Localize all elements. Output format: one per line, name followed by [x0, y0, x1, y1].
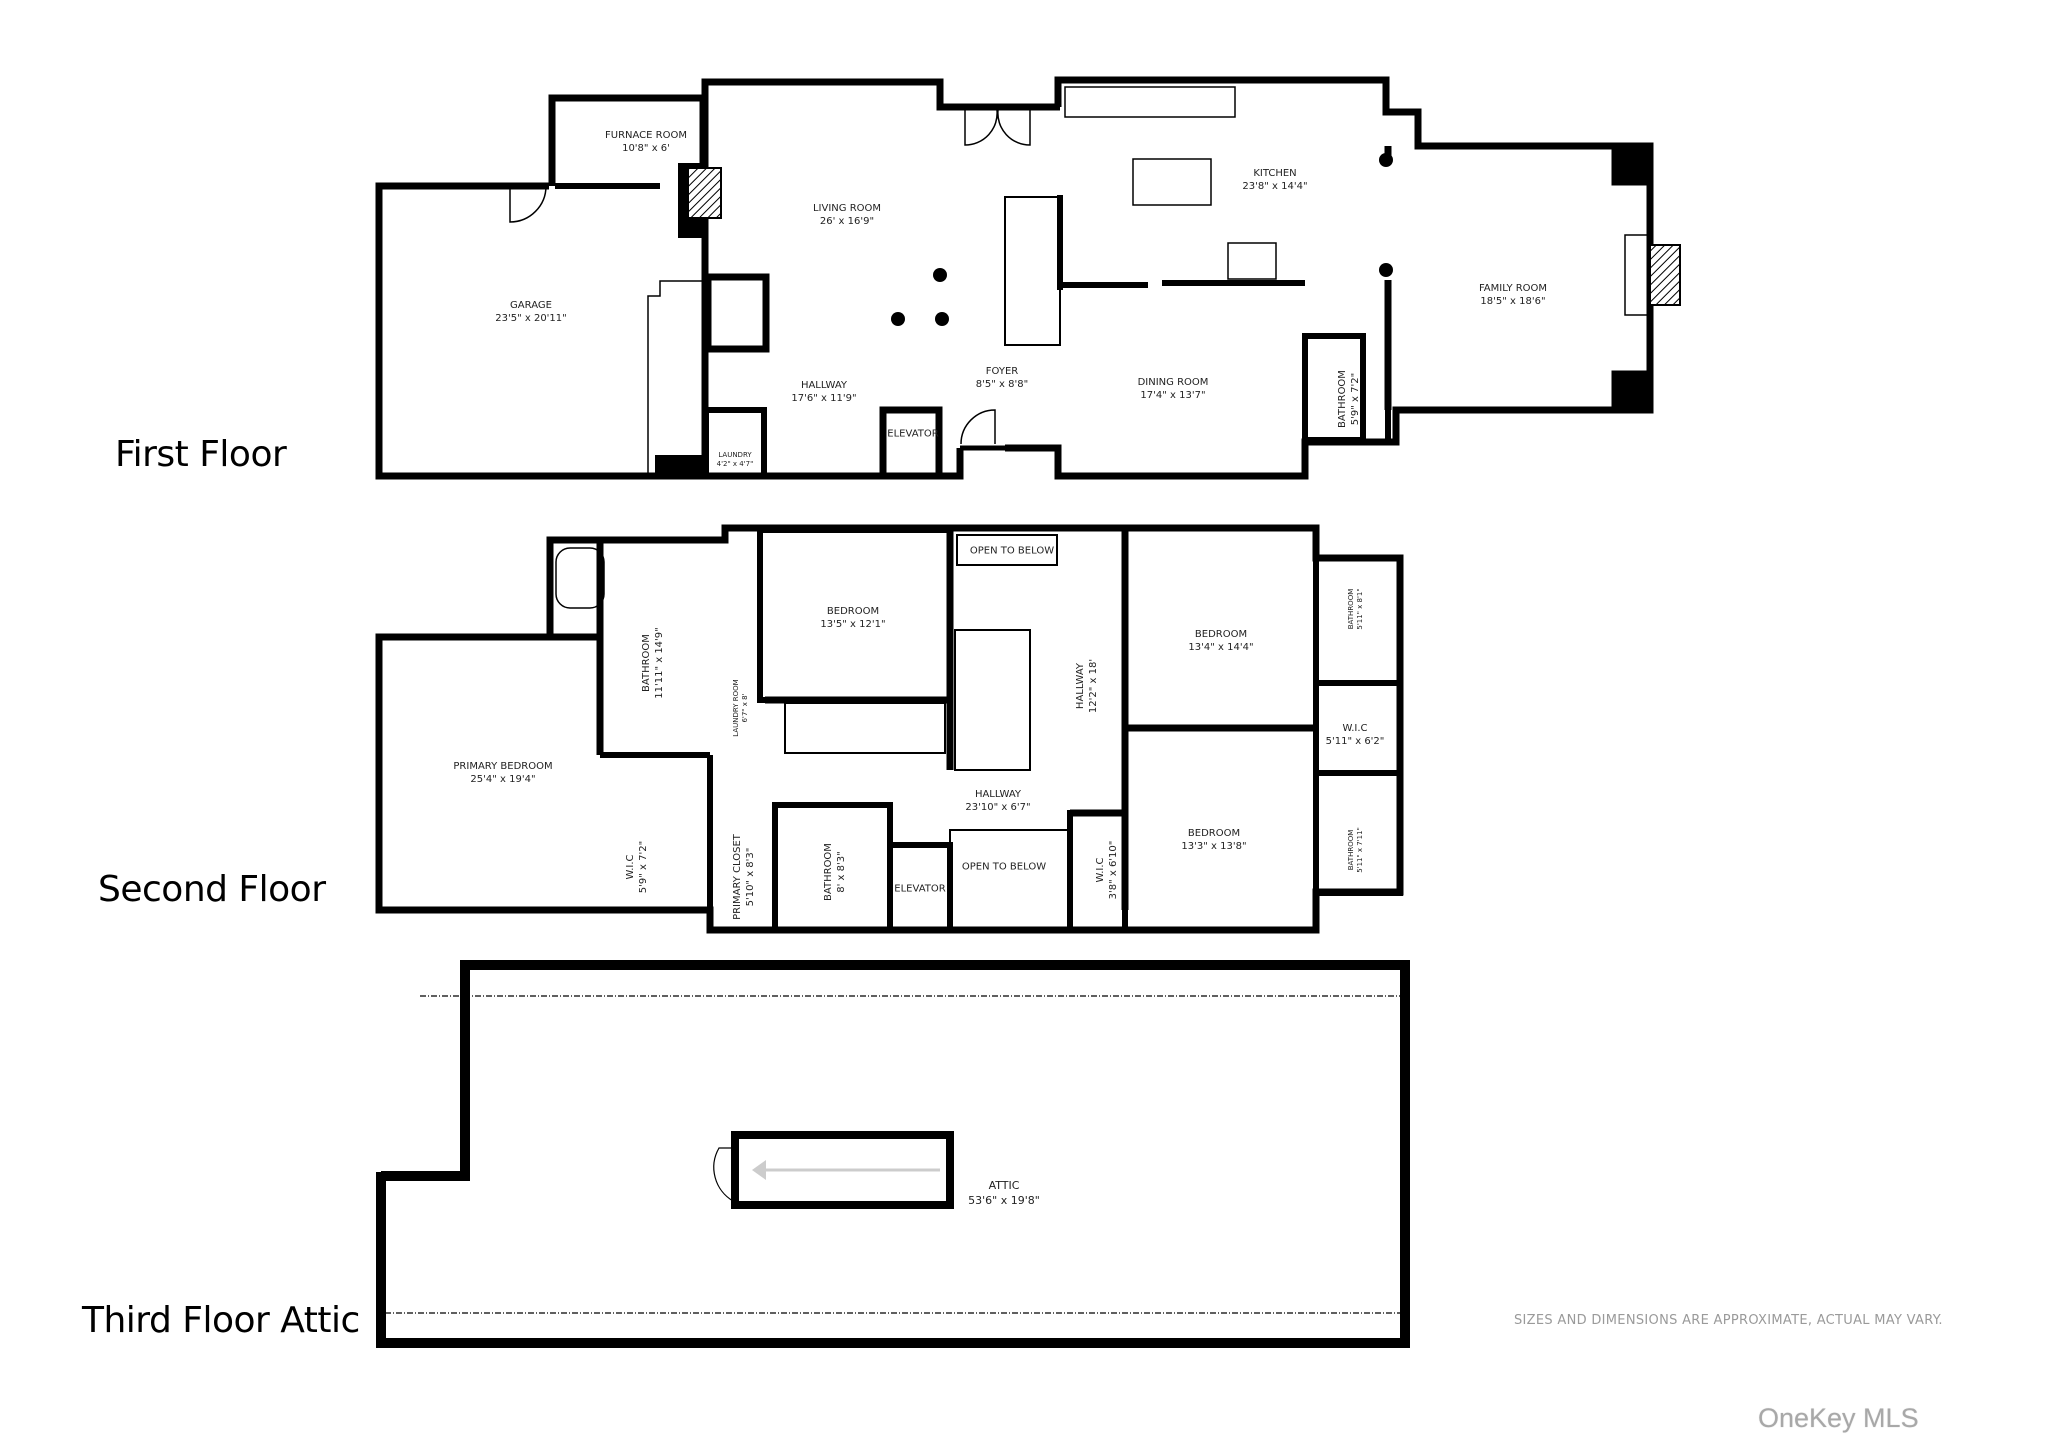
dimensions-disclaimer: SIZES AND DIMENSIONS ARE APPROXIMATE, AC… — [1514, 1313, 1943, 1328]
attic-plan — [376, 960, 1410, 1348]
room-label-open-to-below-upper: OPEN TO BELOW — [969, 545, 1055, 557]
room-label-elevator-upper: ELEVATOR — [894, 883, 946, 895]
second-floor-label: Second Floor — [98, 869, 326, 910]
first-floor-label: First Floor — [115, 434, 287, 475]
room-label-elevator: ELEVATOR — [887, 428, 939, 440]
room-label-open-to-below-lower: OPEN TO BELOW — [961, 861, 1047, 873]
first-floor-plan — [375, 76, 1681, 480]
third-floor-attic-label: Third Floor Attic — [82, 1300, 360, 1341]
second-floor-plan — [375, 524, 1404, 934]
mls-watermark: OneKey MLS — [1758, 1403, 1919, 1433]
